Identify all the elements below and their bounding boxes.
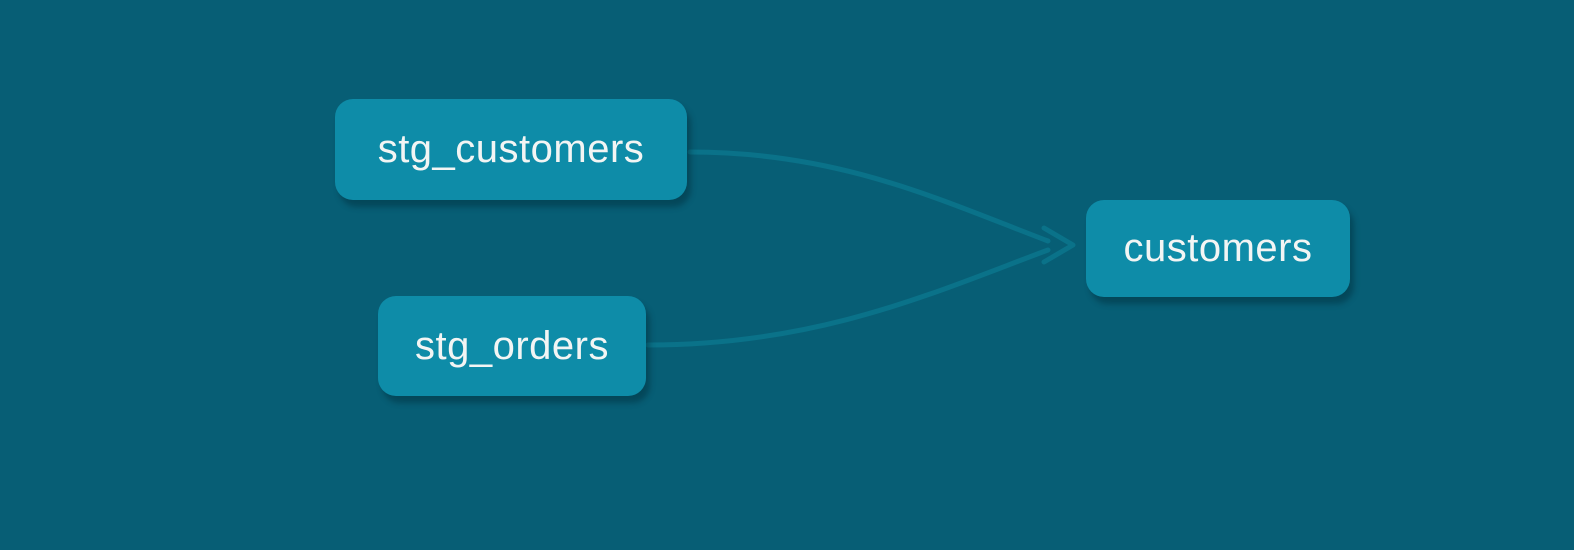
edge-stg-customers-to-customers xyxy=(687,149,1051,244)
node-customers[interactable]: customers xyxy=(1086,200,1350,297)
node-stg-customers[interactable]: stg_customers xyxy=(335,99,687,200)
node-stg-orders[interactable]: stg_orders xyxy=(378,296,646,396)
edge-stg-orders-to-customers xyxy=(645,247,1051,348)
arrowhead-icon xyxy=(1041,225,1076,265)
node-customers-label: customers xyxy=(1123,226,1313,270)
node-stg-orders-label: stg_orders xyxy=(415,323,609,368)
node-stg-customers-label: stg_customers xyxy=(377,127,645,171)
